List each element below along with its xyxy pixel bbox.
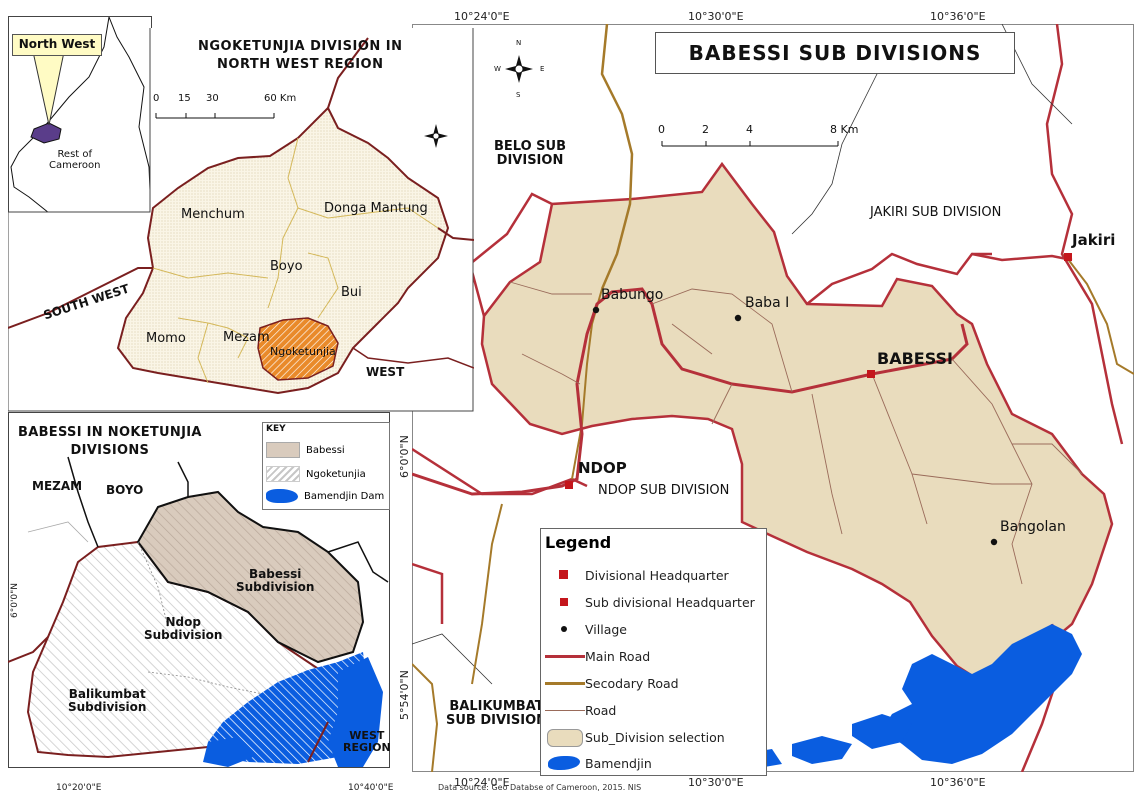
division-coord-left: 6°0'0"N (10, 582, 20, 618)
region-north-arrow-icon (424, 124, 448, 148)
map-title: BABESSI SUB DIVISIONS (655, 32, 1015, 74)
boyo-label: BOYO (106, 483, 144, 497)
cameroon-locator-canvas (10, 17, 151, 213)
village-marker (990, 538, 998, 546)
coord-bottom-3: 10°36'0"E (930, 776, 986, 789)
division-label-menchum: Menchum (181, 207, 245, 222)
north-west-region-inset[interactable]: NGOKETUNJIA DIVISION IN NORTH WEST REGIO… (8, 28, 474, 412)
scale-tick-8: 8 Km (830, 123, 859, 136)
key-title: KEY (266, 424, 286, 434)
belo-label: BELO SUB DIVISION (494, 139, 567, 169)
legend-item-bamendjin: Bamendjin (545, 753, 652, 773)
babessi-subdivision-label: Babessi Subdivision (236, 567, 315, 595)
west-region-inset-label: WEST REGION (343, 729, 391, 755)
babungo-label: Babungo (601, 287, 664, 303)
babessi-division-inset[interactable]: BABESSI IN NOKETUNJIA DIVISIONS MEZAM BO… (8, 412, 391, 782)
coord-top-2: 10°30'0"E (688, 10, 744, 23)
key-item-bamendjin-dam: Bamendjin Dam (266, 487, 384, 505)
coord-side-1: 6°0'0"N (398, 435, 411, 478)
village-marker (592, 306, 600, 314)
region-scale-15: 15 (178, 93, 191, 104)
legend-title: Legend (545, 533, 612, 552)
coord-top-1: 10°24'0"E (454, 10, 510, 23)
scale-tick-2: 2 (702, 123, 709, 136)
balikumbat-label: BALIKUMBAT SUB DIVISION (446, 699, 548, 729)
legend-item-main-road: Main Road (545, 646, 650, 666)
legend-item-subdivision-selection: Sub_Division selection (545, 727, 725, 747)
map-legend: Legend Divisional Headquarter Sub divisi… (540, 528, 767, 776)
legend-item-secondary-road: Secodary Road (545, 673, 679, 693)
legend-item-road: Road (545, 700, 616, 720)
babessi-label: BABESSI (877, 349, 953, 368)
jakiri-subdivision-label: JAKIRI SUB DIVISION (870, 205, 1002, 220)
headquarter-marker (565, 481, 573, 489)
north-arrow-n: N (516, 39, 522, 47)
bangolan-label: Bangolan (1000, 519, 1066, 535)
headquarter-marker (867, 370, 875, 378)
cameroon-locator-inset[interactable]: North West Rest of Cameroon (8, 16, 152, 214)
key-item-ngoketunjia: Ngoketunjia (266, 465, 366, 483)
division-key: KEY Babessi Ngoketunjia Bamendjin Dam (262, 422, 390, 510)
ndop-subdivision-inset-label: Ndop Subdivision (144, 615, 223, 643)
headquarter-marker (1064, 253, 1072, 261)
division-label-donga-mantung: Donga Mantung (324, 201, 428, 216)
scale-bar (661, 141, 839, 147)
main-map-canvas (412, 24, 1134, 772)
north-arrow-w: W (494, 65, 501, 73)
village-marker (734, 314, 742, 322)
jakiri-label: Jakiri (1072, 231, 1116, 249)
division-label-bui: Bui (341, 285, 362, 300)
division-label-mezam: Mezam (223, 330, 270, 345)
coord-bottom-2: 10°30'0"E (688, 776, 744, 789)
scale-tick-4: 4 (746, 123, 753, 136)
coord-top-3: 10°36'0"E (930, 10, 986, 23)
division-coord-bottom-left: 10°20'0"E (56, 783, 102, 793)
north-west-callout: North West (12, 34, 102, 56)
legend-item-divisional-hq: Divisional Headquarter (545, 565, 729, 585)
north-arrow-s: S (516, 91, 521, 99)
coord-bottom-1: 10°24'0"E (454, 776, 510, 789)
region-inset-title: NGOKETUNJIA DIVISION IN NORTH WEST REGIO… (198, 39, 403, 73)
north-arrow-icon (505, 55, 533, 83)
west-label: WEST (366, 365, 405, 379)
scale-tick-0: 0 (658, 123, 665, 136)
ndop-subdivision-label: NDOP SUB DIVISION (598, 483, 730, 498)
legend-item-village: Village (545, 619, 627, 639)
division-coord-bottom-right: 10°40'0"E (348, 783, 394, 793)
north-arrow-e: E (540, 65, 545, 73)
data-source-note: Data source: Geo Databse of Cameroon, 20… (438, 783, 642, 792)
region-scale-60: 60 Km (264, 93, 297, 104)
bamendjin-water (882, 624, 1082, 764)
babessi-division-canvas (8, 412, 390, 768)
mezam-label: MEZAM (32, 479, 83, 493)
ndop-label: NDOP (578, 459, 627, 477)
north-west-region-canvas (8, 28, 474, 412)
main-road (412, 287, 969, 496)
legend-item-subdivisional-hq: Sub divisional Headquarter (545, 592, 755, 612)
division-inset-title: BABESSI IN NOKETUNJIA DIVISIONS (18, 425, 202, 459)
babessi-subdivision-area (480, 161, 1114, 684)
coord-side-2: 5°54'0"N (398, 670, 411, 720)
division-label-momo: Momo (146, 331, 186, 346)
division-label-boyo: Boyo (270, 259, 303, 274)
balikumbat-subdivision-inset-label: Balikumbat Subdivision (68, 687, 147, 715)
key-item-babessi: Babessi (266, 441, 345, 459)
division-label-ngoketunjia: Ngoketunjia (270, 345, 336, 358)
main-map[interactable] (412, 24, 1134, 772)
region-scale-0: 0 (153, 93, 160, 104)
baba-label: Baba I (745, 295, 790, 311)
region-scale-30: 30 (206, 93, 219, 104)
rest-of-cameroon-label: Rest of Cameroon (49, 149, 101, 171)
